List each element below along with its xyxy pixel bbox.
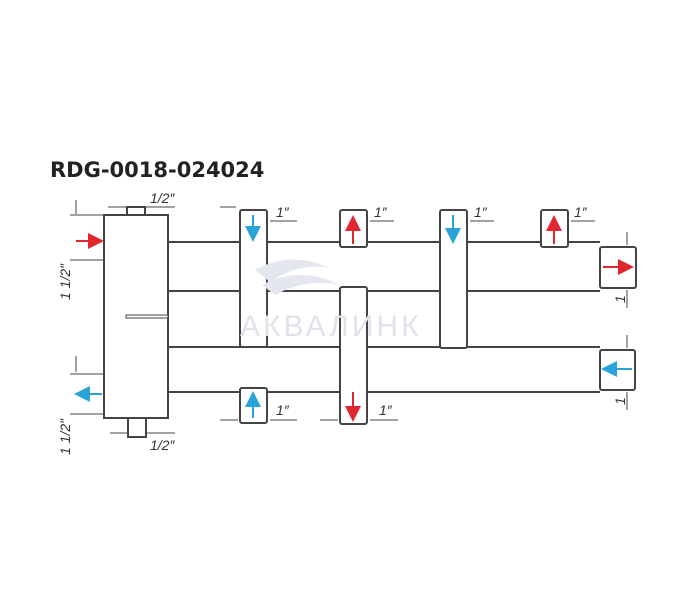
- dim-left-top: 1 1/2″: [57, 263, 73, 300]
- watermark-text: АКВАЛИНК: [240, 310, 422, 343]
- watermark-logo: АКВАЛИНК: [240, 259, 422, 343]
- dim-right-top: 1: [612, 295, 628, 303]
- dim-branch-2: 1″: [374, 204, 388, 220]
- dim-top-nipple: 1/2″: [150, 190, 175, 206]
- dim-left-bottom: 1 1/2″: [57, 418, 73, 455]
- branch-blocks: [220, 206, 637, 425]
- dim-branch-5: 1″: [276, 402, 290, 418]
- model-title: RDG-0018-024024: [50, 158, 264, 182]
- dim-branch-6: 1″: [379, 402, 393, 418]
- dim-branch-3: 1″: [474, 204, 488, 220]
- dim-branch-4: 1″: [574, 204, 588, 220]
- dim-right-bottom: 1: [612, 397, 628, 405]
- dim-branch-1: 1″: [276, 204, 290, 220]
- dim-bottom-nipple: 1/2″: [150, 437, 175, 453]
- hydraulic-separator: [70, 200, 175, 438]
